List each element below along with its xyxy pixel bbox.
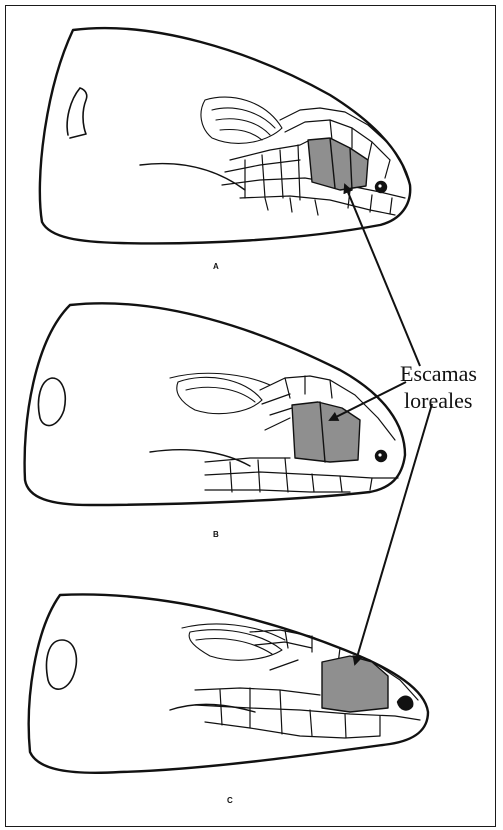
figure-label-c: C — [227, 796, 233, 805]
head-c-ear — [47, 640, 77, 689]
head-a-eye-region — [201, 97, 282, 143]
loreal-scales-callout: Escamas loreales — [400, 360, 503, 414]
head-a-loreal-scales — [308, 138, 368, 190]
head-a-mouth-line — [140, 164, 245, 190]
arrow-to-head-c — [355, 404, 432, 664]
head-b-mouth-line — [150, 450, 250, 466]
figure-label-b: B — [213, 530, 219, 539]
head-b-eye-region — [170, 373, 270, 413]
head-a-ear — [67, 88, 87, 138]
callout-line-1: Escamas — [400, 360, 503, 387]
head-b — [25, 303, 405, 505]
callout-line-2: loreales — [400, 387, 503, 414]
head-c-nostril — [398, 697, 412, 710]
head-b-ear — [39, 378, 66, 426]
figure-label-a: A — [213, 262, 219, 271]
head-a — [40, 28, 410, 243]
head-a-outline — [40, 28, 410, 243]
head-c-eye-region — [182, 624, 285, 660]
